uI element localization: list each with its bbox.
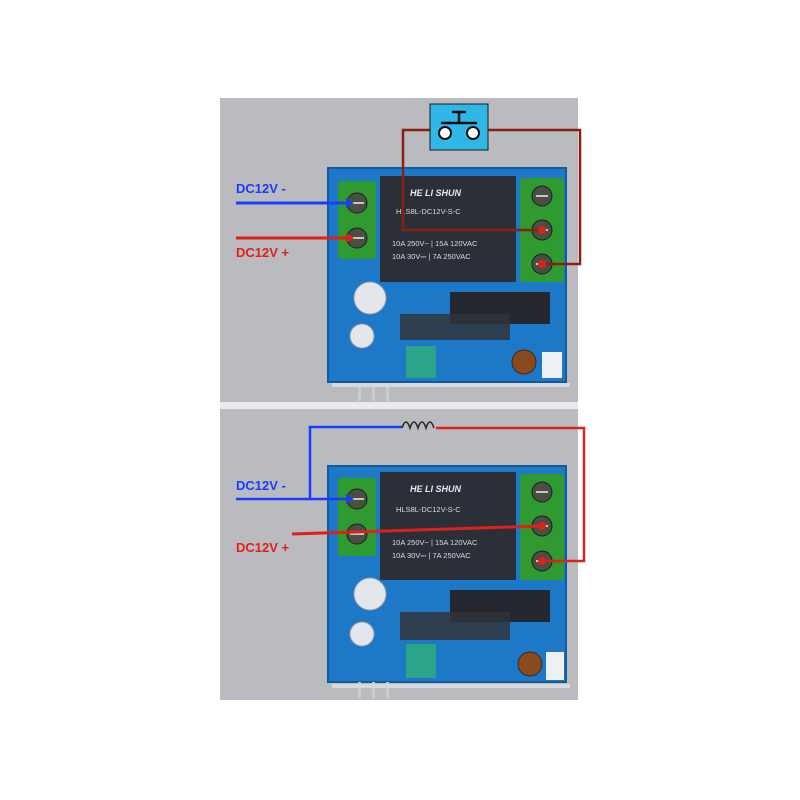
inductor-coil-icon	[401, 421, 435, 431]
relay-model: HLS8L-DC12V-S-C	[396, 505, 461, 514]
capacitor-small	[349, 621, 375, 647]
wire-switch-a	[401, 128, 542, 232]
top-receiver-module: HE LI SHUN HLS8L-DC12V-S-C 10A 250V~ | 1…	[327, 167, 570, 401]
relay-rating-1: 10A 250V~ | 15A 120VAC	[392, 538, 478, 547]
label-dc12v-positive-top: DC12V +	[236, 245, 290, 260]
label-dc12v-negative-top: DC12V -	[236, 181, 286, 196]
inductor-component	[511, 349, 537, 375]
capacitor-large	[353, 281, 387, 315]
relay: HE LI SHUN HLS8L-DC12V-S-C 10A 250V~ | 1…	[380, 472, 516, 580]
antenna-coil	[400, 314, 510, 340]
relay-model: HLS8L-DC12V-S-C	[396, 207, 461, 216]
panel-separator	[220, 402, 578, 409]
relay-rating-2: 10A 30V⎓ | 7A 250VAC	[392, 252, 471, 261]
top-wiring	[236, 128, 582, 266]
power-terminal-block	[338, 478, 376, 556]
wire-negative	[236, 425, 402, 501]
bottom-receiver-module: HE LI SHUN HLS8L-DC12V-S-C 10A 250V~ | 1…	[327, 465, 570, 698]
antenna-coil	[400, 612, 510, 640]
wire-switch-b	[488, 128, 582, 266]
label-dc12v-negative-bottom: DC12V -	[236, 478, 286, 493]
relay-brand: HE LI SHUN	[410, 484, 462, 494]
bottom-wiring	[236, 425, 586, 563]
relay-rating-1: 10A 250V~ | 15A 120VAC	[392, 239, 478, 248]
relay-brand: HE LI SHUN	[410, 188, 462, 198]
push-button-switch-icon	[429, 103, 489, 151]
inductor-component	[517, 651, 543, 677]
label-dc12v-positive-bottom: DC12V +	[236, 540, 290, 555]
relay-rating-2: 10A 30V⎓ | 7A 250VAC	[392, 551, 471, 560]
header-pins	[332, 682, 570, 698]
wire-positive	[291, 524, 543, 536]
green-component	[406, 346, 436, 378]
green-component	[406, 644, 436, 678]
header-pins	[332, 383, 570, 401]
wire-load	[436, 426, 586, 563]
capacitor-large	[353, 577, 387, 611]
capacitor-small	[349, 323, 375, 349]
power-terminal-block	[338, 181, 376, 259]
